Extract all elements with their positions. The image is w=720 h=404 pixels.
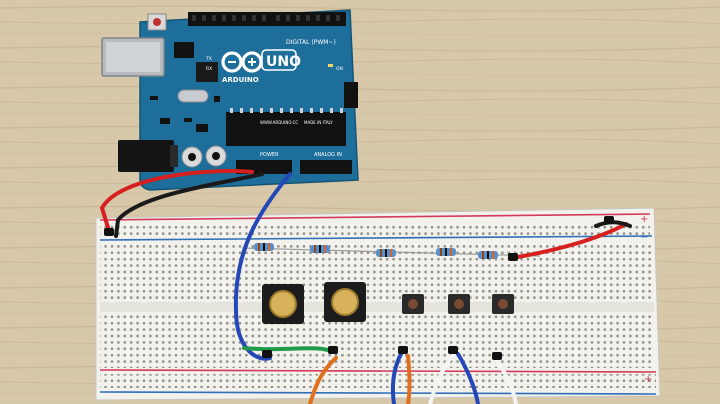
arduino-uno-board: DIGITAL (PWM~) UNO ARDUINO TX RX ON	[101, 9, 359, 191]
small-push-button	[492, 294, 514, 314]
white-wire-2	[494, 358, 518, 404]
bottom-power-rail	[100, 374, 656, 388]
blue-wire-3	[456, 352, 480, 404]
crystal-oscillator	[177, 89, 209, 103]
red-rail-wire	[510, 222, 628, 260]
brand-label: ARDUINO	[222, 76, 259, 84]
made-in-label: MADE IN ITALY	[304, 120, 333, 125]
black-rail-wire	[594, 220, 632, 228]
center-channel	[100, 302, 654, 312]
website-label: WWW.ARDUINO.CC	[260, 120, 298, 125]
green-wire	[242, 346, 334, 354]
top-power-rail	[100, 222, 650, 236]
small-push-button	[402, 294, 424, 314]
rail-minus-sign: −	[640, 232, 648, 243]
resistor	[310, 245, 330, 253]
analog-header	[300, 160, 352, 174]
white-wire	[428, 354, 454, 404]
tx-label: TX	[205, 56, 212, 62]
rail-plus-sign: +	[640, 214, 648, 225]
atmega-chip	[226, 112, 346, 146]
black-wire	[114, 172, 264, 238]
arduino-logo	[221, 51, 263, 73]
power-label: POWER	[260, 152, 279, 158]
resistor	[436, 248, 456, 256]
orange-wire-2	[406, 354, 412, 404]
large-push-button	[262, 284, 304, 324]
blue-wire-2	[391, 350, 404, 404]
small-push-button	[448, 294, 470, 314]
power-jack	[118, 140, 174, 172]
large-push-button	[324, 282, 366, 322]
resistor	[376, 249, 396, 257]
breadboard: + − +	[95, 207, 661, 401]
resistor	[254, 243, 274, 251]
blue-wire	[233, 172, 292, 361]
analog-label: ANALOG IN	[314, 152, 342, 158]
resistor-row	[241, 243, 541, 259]
on-label: ON	[336, 66, 343, 72]
uno-badge	[261, 49, 297, 71]
resistor	[478, 251, 498, 259]
terminal-strip-bottom	[100, 312, 654, 368]
digital-header	[188, 12, 346, 26]
wire-end-caps	[104, 216, 614, 360]
wires	[99, 169, 632, 404]
bottom-rail-plus-sign: +	[644, 374, 652, 385]
rx-label: RX	[206, 66, 212, 72]
digital-header-label: DIGITAL (PWM~)	[286, 39, 336, 46]
orange-wire	[308, 356, 338, 404]
model-label: UNO	[266, 54, 301, 70]
red-wire	[99, 169, 254, 236]
